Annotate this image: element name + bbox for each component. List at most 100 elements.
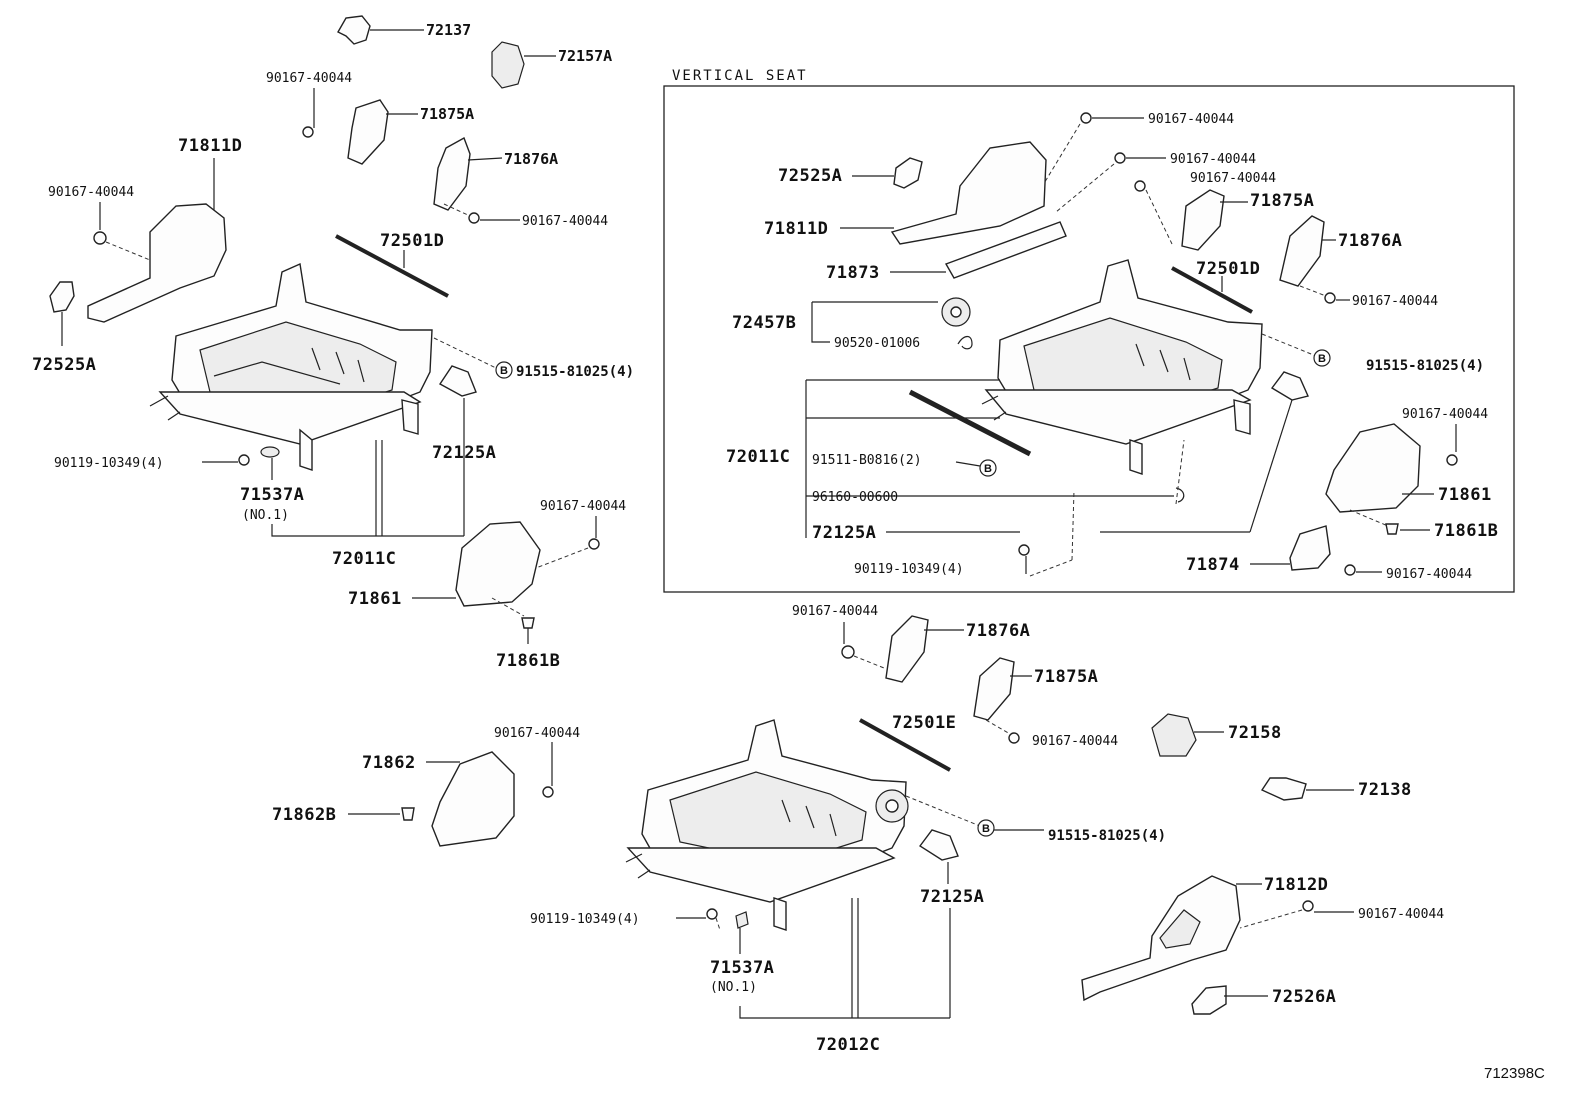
label-low-72158: 72158 bbox=[1228, 723, 1282, 743]
label-72157a: 72157A bbox=[558, 47, 612, 65]
label-low-71537a: 71537A bbox=[710, 958, 774, 978]
side-cover-71811d bbox=[87, 203, 227, 323]
label-vs-bolt-f: 90167-40044 bbox=[1386, 567, 1472, 582]
label-72011c-left: 72011C bbox=[332, 549, 396, 569]
label-low-72012c: 72012C bbox=[816, 1035, 880, 1055]
vs-bracket-72125a bbox=[1270, 371, 1309, 401]
vs-cover-71874 bbox=[1289, 525, 1331, 571]
label-vs-72525a: 72525A bbox=[778, 166, 842, 186]
bolt-mid bbox=[468, 212, 480, 224]
low-bracket-71875a bbox=[973, 657, 1015, 721]
note-low-71537a: (NO.1) bbox=[710, 980, 757, 995]
label-72125a-left: 72125A bbox=[432, 443, 496, 463]
seat-frame-left bbox=[149, 262, 433, 471]
label-low-71875a: 71875A bbox=[1034, 667, 1098, 687]
label-71876a-left: 71876A bbox=[504, 150, 558, 168]
label-low-72526a: 72526A bbox=[1272, 987, 1336, 1007]
low-rod-72501e bbox=[859, 718, 951, 772]
label-vs-72011c: 72011C bbox=[726, 447, 790, 467]
left-assembly: 72137 72157A 90167-40044 71875A 71876A 9… bbox=[32, 15, 634, 671]
vs-side-cover-71811d bbox=[890, 141, 1047, 245]
marker-b-vs2: B bbox=[984, 463, 992, 475]
label-vs-bolt-c: 90167-40044 bbox=[1190, 171, 1276, 186]
label-vs-71811d: 71811D bbox=[764, 219, 828, 239]
label-bolt-71861-left: 90167-40044 bbox=[540, 499, 626, 514]
label-72137: 72137 bbox=[426, 21, 471, 39]
label-bolt-top: 90167-40044 bbox=[266, 71, 352, 86]
label-71811d-left: 71811D bbox=[178, 136, 242, 156]
note-71537a-left: (NO.1) bbox=[242, 508, 289, 523]
label-bolt-left: 90167-40044 bbox=[48, 185, 134, 200]
knob-72525a bbox=[49, 281, 75, 313]
label-bolt-mid: 90167-40044 bbox=[522, 214, 608, 229]
label-vs-71861: 71861 bbox=[1438, 485, 1492, 505]
label-low-91515: 91515-81025(4) bbox=[1048, 828, 1166, 844]
label-low-71876a: 71876A bbox=[966, 621, 1030, 641]
label-vs-72501d: 72501D bbox=[1196, 259, 1260, 279]
cover-72157a bbox=[491, 41, 525, 89]
label-low-bolt-b: 90167-40044 bbox=[1032, 734, 1118, 749]
label-71537a-left: 71537A bbox=[240, 485, 304, 505]
label-vs-71874: 71874 bbox=[1186, 555, 1240, 575]
label-low-72125a: 72125A bbox=[920, 887, 984, 907]
label-vs-71875a: 71875A bbox=[1250, 191, 1314, 211]
low-cover-72158 bbox=[1151, 713, 1197, 757]
low-cover-71876a bbox=[885, 615, 929, 683]
label-72501d-left: 72501D bbox=[380, 231, 444, 251]
bracket-72125a-left bbox=[438, 365, 477, 397]
label-71861-left: 71861 bbox=[348, 589, 402, 609]
lower-assembly: 90167-40044 71876A 71875A 72501E 90167-4… bbox=[272, 604, 1444, 1055]
label-low-71812d: 71812D bbox=[1264, 875, 1328, 895]
clip-71861b-left bbox=[521, 617, 535, 629]
label-vs-72125a: 72125A bbox=[812, 523, 876, 543]
vs-bracket-71875a bbox=[1181, 189, 1225, 251]
bolt-90119-left bbox=[238, 454, 250, 466]
low-pad-71537a bbox=[735, 911, 749, 929]
label-vs-90119: 90119-10349(4) bbox=[854, 562, 964, 577]
marker-b-left bbox=[495, 361, 513, 379]
bolt-left bbox=[93, 231, 107, 245]
marker-b-low: B bbox=[982, 823, 990, 835]
low-knob-72526a bbox=[1191, 985, 1227, 1015]
bolt-71861-left bbox=[588, 538, 600, 550]
vs-brace bbox=[908, 389, 1032, 457]
vs-shield-71861 bbox=[1325, 423, 1421, 513]
shield-71861-left bbox=[455, 521, 541, 607]
label-low-71862: 71862 bbox=[362, 753, 416, 773]
label-vs-90520: 90520-01006 bbox=[834, 336, 920, 351]
vs-rod-72501d bbox=[1171, 266, 1253, 314]
label-vs-72457b: 72457B bbox=[732, 313, 796, 333]
label-vs-bolt-a: 90167-40044 bbox=[1148, 112, 1234, 127]
clip-72137 bbox=[337, 15, 371, 45]
label-vs-bolt-e: 90167-40044 bbox=[1402, 407, 1488, 422]
vs-trim-71873 bbox=[944, 221, 1067, 279]
low-bracket-72125a bbox=[918, 829, 959, 861]
label-low-bolt-d: 90167-40044 bbox=[1358, 907, 1444, 922]
label-vs-bolt-b: 90167-40044 bbox=[1170, 152, 1256, 167]
label-low-72138: 72138 bbox=[1358, 780, 1412, 800]
label-vs-71873: 71873 bbox=[826, 263, 880, 283]
label-90119-left: 90119-10349(4) bbox=[54, 456, 164, 471]
low-shield-71862 bbox=[431, 751, 515, 847]
label-vs-96160: 96160-00600 bbox=[812, 490, 898, 505]
marker-b-vs: B bbox=[1318, 353, 1326, 365]
vertical-seat-inset: VERTICAL SEAT 90167-40044 90167-40044 90… bbox=[663, 68, 1515, 593]
label-72525a-left: 72525A bbox=[32, 355, 96, 375]
label-91515-left: 91515-81025(4) bbox=[516, 364, 634, 380]
rod-72501d bbox=[335, 234, 449, 298]
label-71875a-left: 71875A bbox=[420, 105, 474, 123]
vs-seat-frame bbox=[981, 259, 1263, 475]
inset-title: VERTICAL SEAT bbox=[672, 68, 808, 84]
label-low-71862b: 71862B bbox=[272, 805, 336, 825]
low-clip-72138 bbox=[1260, 777, 1307, 801]
label-low-90119: 90119-10349(4) bbox=[530, 912, 640, 927]
label-low-bolt-a: 90167-40044 bbox=[792, 604, 878, 619]
label-vs-71861b: 71861B bbox=[1434, 521, 1498, 541]
label-vs-71876a: 71876A bbox=[1338, 231, 1402, 251]
label-low-bolt-c: 90167-40044 bbox=[494, 726, 580, 741]
vs-knob-72525a bbox=[893, 157, 923, 189]
cover-71876a bbox=[433, 136, 471, 211]
inset-frame bbox=[663, 85, 1515, 593]
bracket-71875a bbox=[347, 99, 389, 165]
